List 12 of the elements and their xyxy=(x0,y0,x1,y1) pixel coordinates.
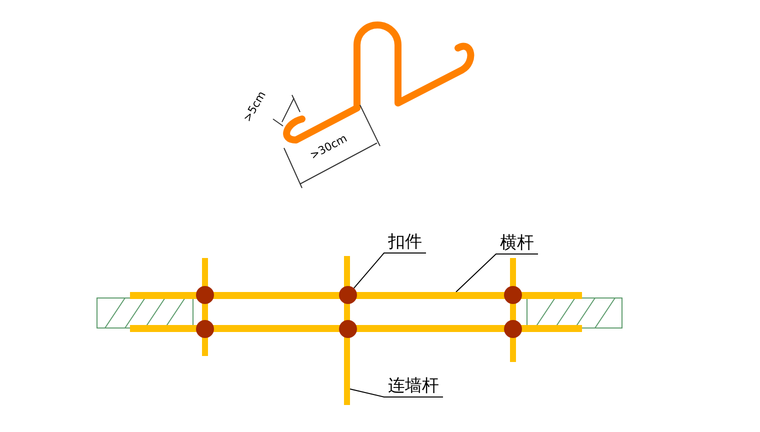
part-label: 连墙杆 xyxy=(388,376,439,396)
part-label: 扣件 xyxy=(388,232,422,252)
leader-line xyxy=(456,254,538,292)
coupler xyxy=(504,320,522,338)
coupler xyxy=(196,320,214,338)
coupler xyxy=(339,320,357,338)
coupler xyxy=(504,286,522,304)
coupler xyxy=(196,286,214,304)
leader-line xyxy=(353,252,426,289)
leader-line xyxy=(350,388,444,398)
part-label: 横杆 xyxy=(500,233,534,253)
coupler xyxy=(339,286,357,304)
